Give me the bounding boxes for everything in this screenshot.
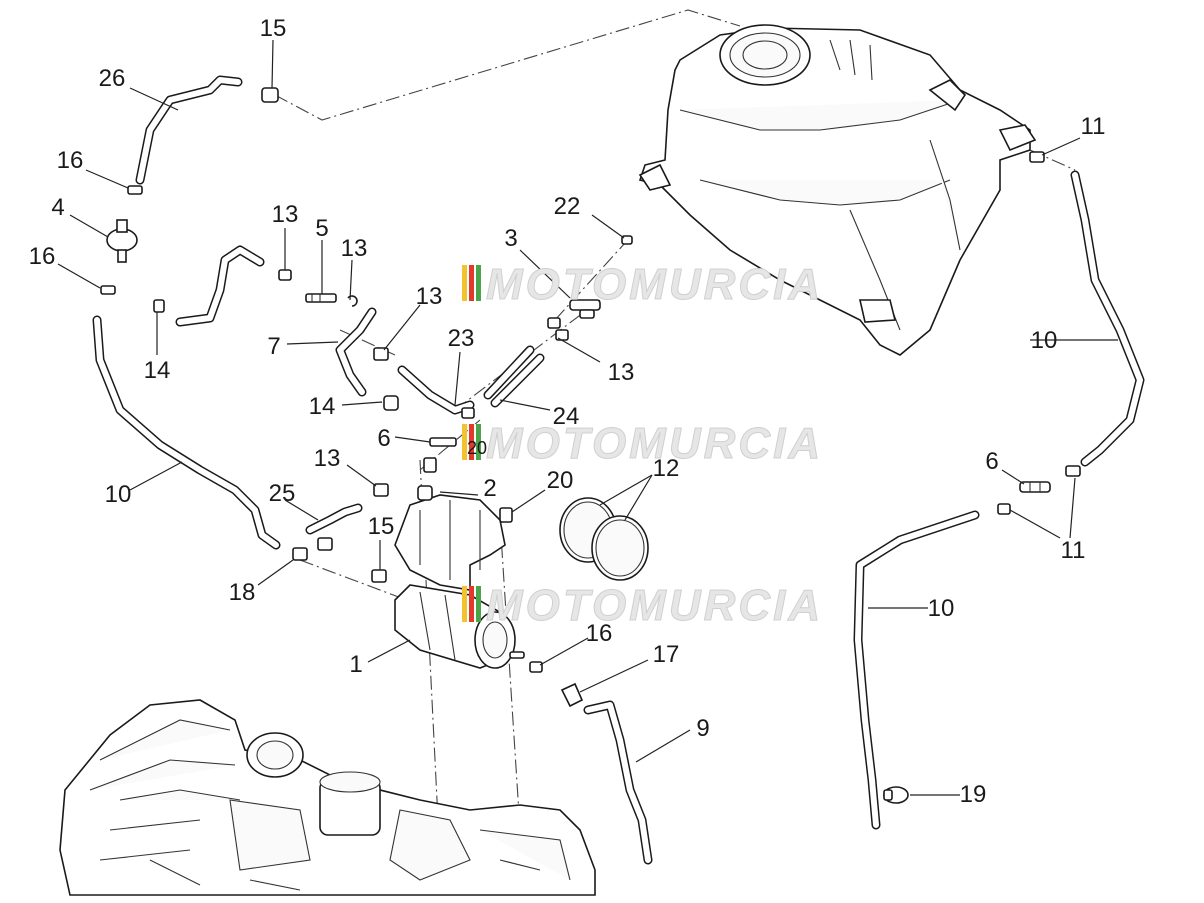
clamp-13-g xyxy=(373,483,389,497)
callout-label: 10 xyxy=(105,481,132,508)
watermark-text: MOTOMURCIA xyxy=(486,419,823,468)
callout-label: 20 xyxy=(467,438,487,458)
clamp-13-e xyxy=(547,317,561,329)
callout-label: 13 xyxy=(272,201,299,228)
callout-label: 26 xyxy=(99,65,126,92)
watermark-text: MOTOMURCIA xyxy=(486,581,823,630)
screw-20-right xyxy=(499,507,513,523)
screw-20-left xyxy=(423,457,437,473)
callout-label: 16 xyxy=(586,620,613,647)
callout-label: 1 xyxy=(349,651,362,678)
callout-label: 18 xyxy=(229,579,256,606)
callout-label: 15 xyxy=(368,513,395,540)
watermark-bar-yellow xyxy=(462,424,467,460)
callout-label: 16 xyxy=(29,243,56,270)
tube-24 xyxy=(483,345,545,408)
callout-label: 6 xyxy=(377,425,390,452)
part-17 xyxy=(560,682,584,708)
watermark-bar-red xyxy=(469,586,474,622)
watermark-bar-red xyxy=(469,424,474,460)
callout-label: 13 xyxy=(341,235,368,262)
callout-label: 11 xyxy=(1081,113,1106,140)
watermark-bar-yellow xyxy=(462,586,467,622)
valve-4 xyxy=(106,219,138,263)
callout-label: 4 xyxy=(51,194,64,221)
hose-23 xyxy=(397,365,475,415)
clamp-13-a xyxy=(278,269,292,281)
clamp-14-right xyxy=(383,395,399,411)
hose-8 xyxy=(92,315,281,550)
fitting-3 xyxy=(569,299,601,319)
callout-label: 9 xyxy=(696,715,709,742)
callout-label: 13 xyxy=(608,359,635,386)
clamp-13-d xyxy=(461,407,475,419)
plug-14-left xyxy=(153,299,165,313)
hose-10-lower xyxy=(853,510,980,830)
watermark-text: MOTOMURCIA xyxy=(486,260,823,309)
callout-label: 25 xyxy=(269,480,296,507)
callout-label: 22 xyxy=(554,193,581,220)
callout-label: 2 xyxy=(483,475,496,502)
leader-lines xyxy=(57,39,1118,796)
clamp-16-bottom xyxy=(529,661,543,673)
hose-7-lower xyxy=(335,307,377,397)
callout-label: 6 xyxy=(985,448,998,475)
callout-label: 13 xyxy=(416,283,443,310)
fuel-tank xyxy=(638,24,1037,356)
callout-label: 24 xyxy=(553,403,580,430)
clamp-15-top xyxy=(261,87,279,103)
clamp-13-c xyxy=(373,347,389,361)
clamp-16-upper xyxy=(127,185,143,195)
hose-25-end xyxy=(317,537,333,551)
fitting-6-right xyxy=(1019,481,1051,493)
clip-13-b xyxy=(347,295,358,307)
watermark-bar-green xyxy=(476,265,481,301)
clamp-11-top xyxy=(1029,151,1045,163)
hose-10-upper xyxy=(1070,170,1145,467)
callout-label: 7 xyxy=(267,333,280,360)
callout-label: 19 xyxy=(960,781,987,808)
callout-label: 3 xyxy=(504,225,517,252)
watermark-bar-green xyxy=(476,424,481,460)
callout-label: 13 xyxy=(314,445,341,472)
fitting-18 xyxy=(292,547,308,561)
hose-25 xyxy=(305,503,363,535)
watermark-bar-red xyxy=(469,265,474,301)
callout-label: 15 xyxy=(260,15,287,42)
callout-label: 5 xyxy=(315,215,328,242)
watermark-bar-yellow xyxy=(462,265,467,301)
callout-label: 14 xyxy=(309,393,336,420)
engine-block xyxy=(59,699,596,896)
callout-label: 12 xyxy=(653,455,680,482)
rings-12 xyxy=(559,497,649,581)
callout-label: 10 xyxy=(1031,327,1058,354)
callout-label: 11 xyxy=(1061,537,1086,564)
callout-labels: 15 26 16 4 16 13 5 13 14 7 13 23 3 22 13… xyxy=(29,15,1106,808)
clamp-11-mid xyxy=(1065,465,1081,477)
fitting-6-left xyxy=(429,437,457,447)
callout-label: 14 xyxy=(144,357,171,384)
hose-26 xyxy=(135,75,243,185)
cap-22 xyxy=(621,235,633,245)
hose-9 xyxy=(583,700,653,865)
watermark-upper: MOTOMURCIA xyxy=(462,260,823,310)
callout-label: 23 xyxy=(448,325,475,352)
clamp-15-lower xyxy=(371,569,387,583)
fitting-5 xyxy=(305,293,337,303)
callout-label: 16 xyxy=(57,147,84,174)
callout-label: 17 xyxy=(653,641,680,668)
callout-label: 20 xyxy=(547,467,574,494)
canister-bracket-2 xyxy=(394,485,506,591)
watermark-middle: MOTOMURCIA xyxy=(462,419,823,469)
clip-19 xyxy=(883,786,909,804)
watermark-lower: MOTOMURCIA xyxy=(462,581,823,631)
callout-label: 10 xyxy=(928,595,955,622)
clamp-16-lower xyxy=(100,285,116,295)
hose-7 xyxy=(175,245,265,327)
watermark-bar-green xyxy=(476,586,481,622)
clamp-11-low xyxy=(997,503,1011,515)
